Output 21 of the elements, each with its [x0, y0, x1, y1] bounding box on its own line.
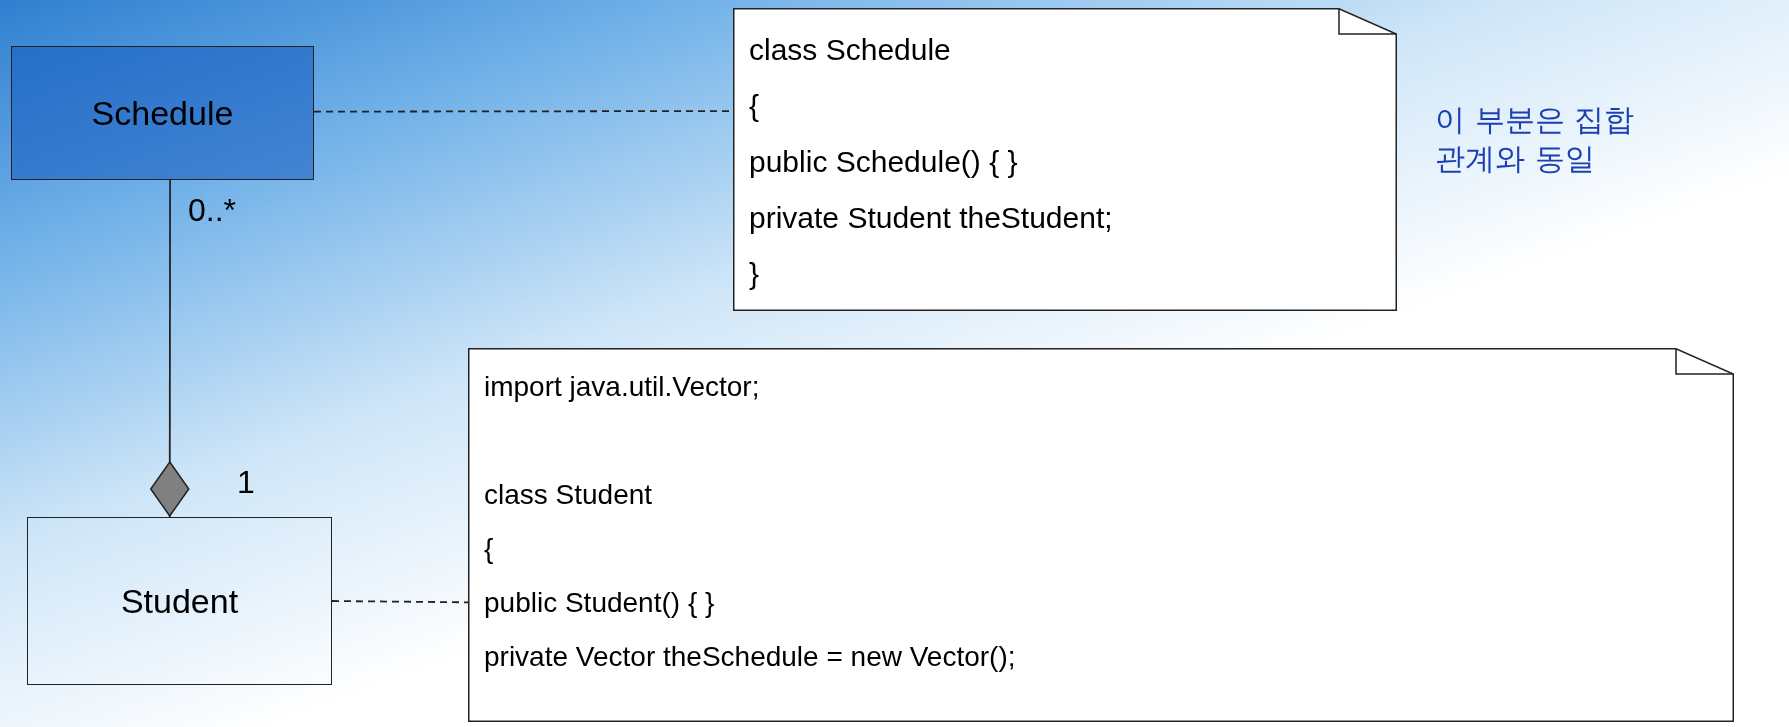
code-line: {	[484, 532, 494, 566]
class-name: Student	[120, 581, 239, 621]
code-line: class Student	[484, 478, 653, 512]
code-line: {	[749, 88, 760, 124]
class-name: Schedule	[91, 93, 234, 133]
note-box	[733, 8, 1397, 311]
code-line: private Student theStudent;	[749, 200, 1113, 236]
note-box	[468, 348, 1734, 722]
aggregation-line	[150, 179, 190, 518]
code-line: }	[749, 256, 760, 292]
multiplicity-label: 1	[237, 463, 255, 502]
code-line: private Vector theSchedule = new Vector();	[484, 640, 1016, 674]
code-line: class Schedule	[749, 32, 951, 68]
code-line: public Schedule() { }	[749, 144, 1018, 180]
code-line: import java.util.Vector;	[484, 370, 760, 404]
dashed-connector	[331, 600, 469, 604]
class-box	[27, 517, 332, 685]
class-box	[11, 46, 314, 180]
multiplicity-label: 0..*	[188, 191, 237, 230]
annotation-text: 이 부분은 집합 관계와 동일	[1435, 101, 1636, 178]
code-line: public Student() { }	[484, 586, 715, 620]
